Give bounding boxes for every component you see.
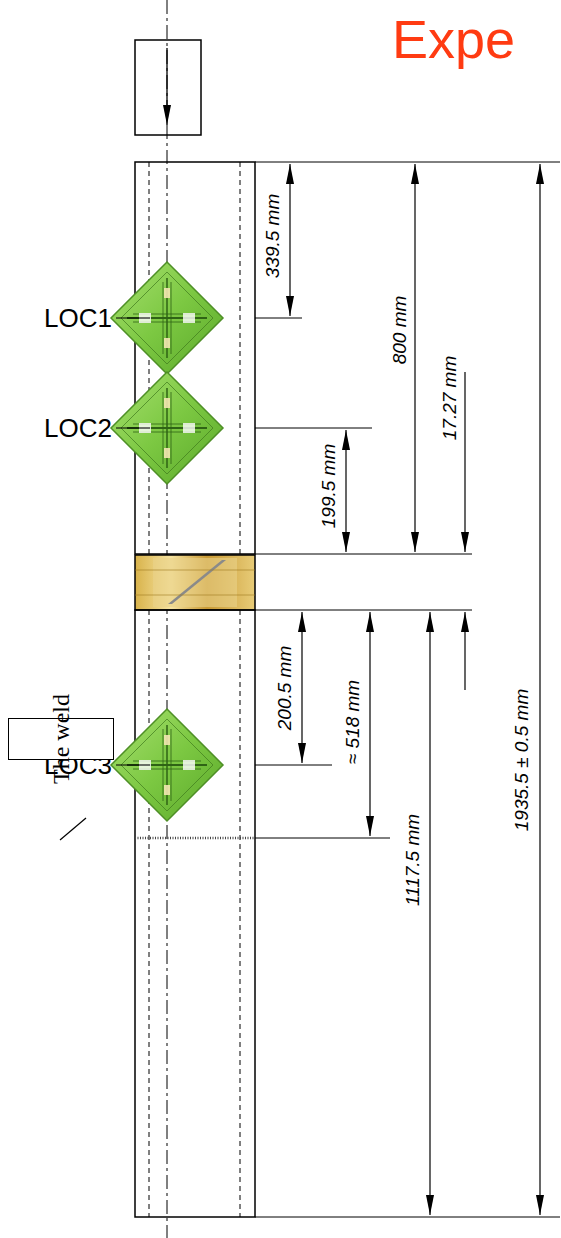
location-label: LOC1 — [44, 305, 112, 331]
dimension-label: 1117.5 mm — [403, 814, 422, 906]
dimension-label: 800 mm — [390, 296, 409, 365]
title: Expe — [392, 12, 515, 66]
dimension-label: ≈ 518 mm — [343, 680, 362, 764]
dimension-label: 339.5 mm — [263, 194, 282, 278]
dimension-label: 200.5 mm — [275, 646, 294, 730]
callout-text: The weld — [49, 694, 73, 784]
dimension-label: 17.27 mm — [440, 356, 459, 440]
callout-box: The weld — [8, 718, 114, 760]
dimension-label: 199.5 mm — [319, 444, 338, 528]
dimension-label: 1935.5 ± 0.5 mm — [512, 689, 531, 831]
location-label: LOC2 — [44, 415, 112, 441]
